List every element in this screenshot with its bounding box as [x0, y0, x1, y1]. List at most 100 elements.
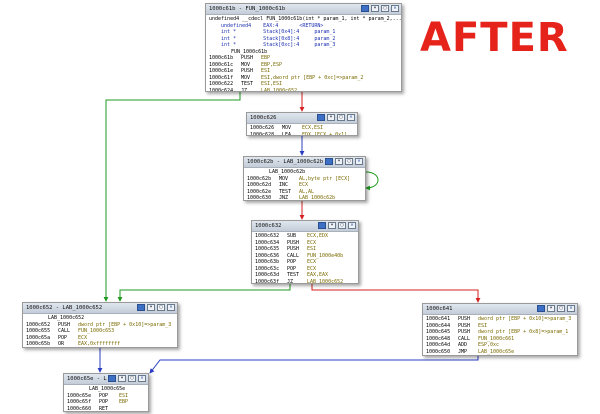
close-icon[interactable]: ✕	[391, 5, 399, 12]
instruction-address[interactable]: 1000c61f	[209, 74, 234, 81]
block-icon[interactable]	[108, 375, 116, 382]
instruction-operands[interactable]: ECX,EDX	[307, 233, 329, 239]
block-icon[interactable]	[318, 222, 326, 229]
label-text[interactable]: LAB_1000c652	[48, 315, 85, 321]
block-icon[interactable]	[325, 158, 333, 165]
instruction-address[interactable]: 1000c626	[250, 125, 275, 131]
instruction-operands[interactable]: dword ptr [EBP + 0x10]=>param_3	[78, 321, 172, 328]
instruction-address[interactable]: 1000c655	[26, 328, 51, 334]
minimize-icon[interactable]: ▾	[147, 304, 155, 311]
instruction-operands[interactable]: dword ptr [EBP + 0x8]=>param_1	[478, 329, 569, 335]
instruction-address[interactable]: 1000c636	[255, 252, 280, 259]
instruction-address[interactable]: 1000c628	[250, 131, 275, 136]
block-titlebar[interactable]: 1000c65e - L... ▾ ▢ ✕	[64, 374, 148, 385]
instruction-address[interactable]: 1000c65f	[67, 399, 92, 405]
decl-text[interactable]: int * Stack[0xc]:4 param_3	[209, 42, 336, 48]
code-block-1000c641[interactable]: 1000c641 ▾ ▢ ✕ 1000c641 PUSH dword ptr [EB…	[422, 303, 578, 356]
instruction-operands[interactable]: EBP,ESP	[261, 61, 283, 68]
instruction-address[interactable]: 1000c63f	[255, 278, 280, 284]
minimize-icon[interactable]: ▾	[327, 114, 335, 121]
instruction-mnemonic[interactable]: MOV	[282, 125, 292, 131]
instruction-operands[interactable]: ESI	[261, 68, 271, 74]
instruction-operands[interactable]: FUN_1000e40b	[307, 252, 344, 259]
block-titlebar[interactable]: 1000c641 ▾ ▢ ✕	[423, 304, 577, 315]
instruction-mnemonic[interactable]: POP	[99, 392, 109, 399]
restore-icon[interactable]: ▢	[338, 222, 346, 229]
instruction-operands[interactable]: EBP	[261, 55, 271, 61]
instruction-address[interactable]: 1000c645	[426, 329, 451, 335]
restore-icon[interactable]: ▢	[345, 158, 353, 165]
close-icon[interactable]: ✕	[138, 375, 146, 382]
close-icon[interactable]: ✕	[348, 222, 356, 229]
label-text[interactable]: LAB_1000c62b	[269, 169, 306, 175]
instruction-mnemonic[interactable]: MOV	[241, 61, 251, 68]
instruction-address[interactable]: 1000c61e	[209, 68, 234, 74]
instruction-address[interactable]: 1000c61b	[209, 55, 234, 61]
instruction-operands[interactable]: AL,AL	[299, 188, 315, 195]
instruction-operands[interactable]: ECX	[307, 265, 317, 272]
instruction-mnemonic[interactable]: JZ	[241, 87, 248, 92]
instruction-operands[interactable]: ESP,0xc	[478, 342, 500, 348]
instruction-mnemonic[interactable]: POP	[99, 399, 109, 405]
instruction-operands[interactable]: ECX	[78, 334, 88, 341]
instruction-operands[interactable]: FUN_1000c653	[78, 328, 115, 334]
instruction-mnemonic[interactable]: CALL	[458, 335, 471, 342]
minimize-icon[interactable]: ▾	[547, 305, 555, 312]
close-icon[interactable]: ✕	[167, 304, 175, 311]
code-block-lab-1000c65e[interactable]: 1000c65e - L... ▾ ▢ ✕ LAB_1000c65e 1000c6…	[63, 373, 149, 412]
instruction-mnemonic[interactable]: JNZ	[279, 195, 289, 201]
block-icon[interactable]	[137, 304, 145, 311]
instruction-address[interactable]: 1000c65a	[26, 334, 51, 341]
instruction-operands[interactable]: ECX	[307, 259, 317, 265]
instruction-address[interactable]: 1000c65b	[26, 341, 51, 347]
instruction-address[interactable]: 1000c652	[26, 321, 51, 328]
instruction-operands[interactable]: LAB_1000c65e	[478, 348, 515, 355]
restore-icon[interactable]: ▢	[128, 375, 136, 382]
instruction-address[interactable]: 1000c635	[255, 246, 280, 252]
instruction-address[interactable]: 1000c632	[255, 233, 280, 239]
block-titlebar[interactable]: 1000c652 - LAB_1000c652 ▾ ▢ ✕	[23, 303, 177, 314]
instruction-mnemonic[interactable]: POP	[287, 259, 297, 265]
restore-icon[interactable]: ▢	[381, 5, 389, 12]
instruction-mnemonic[interactable]: TEST	[287, 272, 300, 278]
instruction-mnemonic[interactable]: PUSH	[458, 316, 471, 322]
instruction-address[interactable]: 1000c63d	[255, 272, 280, 278]
instruction-mnemonic[interactable]: POP	[287, 265, 297, 272]
instruction-operands[interactable]: LAB_1000c652	[307, 278, 344, 284]
decl-text[interactable]: int * Stack[0x8]:4 param_2	[209, 35, 336, 42]
decl-text[interactable]: undefined4 __cdecl FUN_1000c61b(int * pa…	[209, 16, 402, 22]
label-text[interactable]: FUN_1000c61b	[231, 48, 268, 55]
instruction-mnemonic[interactable]: TEST	[279, 188, 292, 195]
instruction-operands[interactable]: ESI	[307, 246, 317, 252]
instruction-mnemonic[interactable]: LEA	[282, 131, 292, 136]
instruction-mnemonic[interactable]: JZ	[287, 278, 294, 284]
code-block-lab-1000c652[interactable]: 1000c652 - LAB_1000c652 ▾ ▢ ✕ LAB_1000c6…	[22, 302, 178, 348]
instruction-mnemonic[interactable]: MOV	[241, 74, 251, 81]
instruction-operands[interactable]: dword ptr [EBP + 0x10]=>param_3	[478, 316, 572, 322]
instruction-address[interactable]: 1000c641	[426, 316, 451, 322]
instruction-operands[interactable]: FUN_1000c661	[478, 335, 515, 342]
instruction-operands[interactable]: ESI	[478, 322, 488, 329]
instruction-mnemonic[interactable]: CALL	[58, 328, 71, 334]
close-icon[interactable]: ✕	[355, 158, 363, 165]
close-icon[interactable]: ✕	[567, 305, 575, 312]
block-icon[interactable]	[317, 114, 325, 121]
close-icon[interactable]: ✕	[347, 114, 355, 121]
instruction-mnemonic[interactable]: PUSH	[241, 68, 254, 74]
block-titlebar[interactable]: 1000c62b - LAB_1000c62b ▾ ▢ ✕	[244, 157, 365, 168]
instruction-address[interactable]: 1000c624	[209, 87, 234, 92]
label-text[interactable]: LAB_1000c65e	[89, 386, 126, 392]
minimize-icon[interactable]: ▾	[371, 5, 379, 12]
instruction-operands[interactable]: ECX	[299, 182, 309, 188]
instruction-address[interactable]: 1000c63b	[255, 259, 280, 265]
instruction-operands[interactable]: LAB_1000c62b	[299, 195, 336, 201]
code-block-fun-1000c61b[interactable]: 1000c61b - FUN_1000c61b ▾ ▢ ✕ undefined4…	[205, 3, 402, 92]
instruction-operands[interactable]: ESI	[119, 392, 129, 399]
instruction-address[interactable]: 1000c622	[209, 81, 234, 87]
instruction-mnemonic[interactable]: CALL	[287, 252, 300, 259]
instruction-address[interactable]: 1000c650	[426, 348, 451, 355]
instruction-mnemonic[interactable]: PUSH	[287, 246, 300, 252]
restore-icon[interactable]: ▢	[157, 304, 165, 311]
instruction-mnemonic[interactable]: JMP	[458, 348, 468, 355]
instruction-mnemonic[interactable]: INC	[279, 182, 289, 188]
